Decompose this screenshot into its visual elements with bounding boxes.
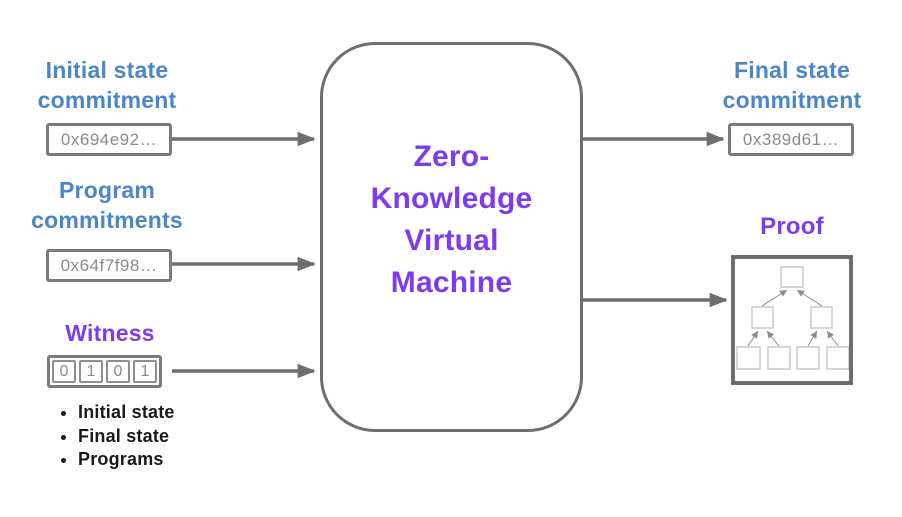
final-state-commitment-label: Final state commitment <box>722 57 862 113</box>
merkle-node-root <box>780 266 804 288</box>
proof-label: Proof <box>760 213 824 240</box>
merkle-tree <box>736 266 849 370</box>
merkle-node <box>736 346 761 370</box>
merkle-edge <box>761 289 788 307</box>
witness-bit-cell: 1 <box>79 360 103 383</box>
zkvm-box: Zero- Knowledge Virtual Machine <box>320 42 583 432</box>
witness-bit-cell: 0 <box>106 360 130 383</box>
witness-bit-cell: 1 <box>133 360 157 383</box>
merkle-edge <box>747 330 759 347</box>
final-state-commitment-value: 0x389d61… <box>728 123 854 156</box>
witness-list-item: Final state <box>78 425 175 449</box>
merkle-edge <box>826 330 839 347</box>
initial-state-commitment-label: Initial state commitment <box>37 57 177 113</box>
merkle-edge <box>807 330 818 347</box>
merkle-node <box>826 346 849 370</box>
merkle-node <box>810 306 833 329</box>
witness-bit-cell: 0 <box>52 360 76 383</box>
witness-list-item: Initial state <box>78 401 175 425</box>
hex-value: 0x694e92… <box>60 129 158 149</box>
merkle-node <box>751 306 774 329</box>
program-commitments-value: 0x64f7f98… <box>46 249 172 282</box>
merkle-node <box>796 346 820 370</box>
merkle-edge <box>766 330 780 347</box>
merkle-node <box>767 346 791 370</box>
program-commitments-label: Program commitments <box>31 177 183 233</box>
hex-value: 0x64f7f98… <box>60 255 158 275</box>
zkvm-title: Zero- Knowledge Virtual Machine <box>370 140 533 299</box>
witness-list-item: Programs <box>78 448 175 472</box>
hex-value: 0x389d61… <box>742 129 840 149</box>
witness-label: Witness <box>65 320 155 346</box>
merkle-edge <box>796 289 823 307</box>
initial-state-commitment-value: 0x694e92… <box>46 123 172 156</box>
witness-bits-box: 0 1 0 1 <box>47 355 162 388</box>
proof-box <box>731 255 853 385</box>
witness-contents-list: Initial state Final state Programs <box>58 401 175 472</box>
